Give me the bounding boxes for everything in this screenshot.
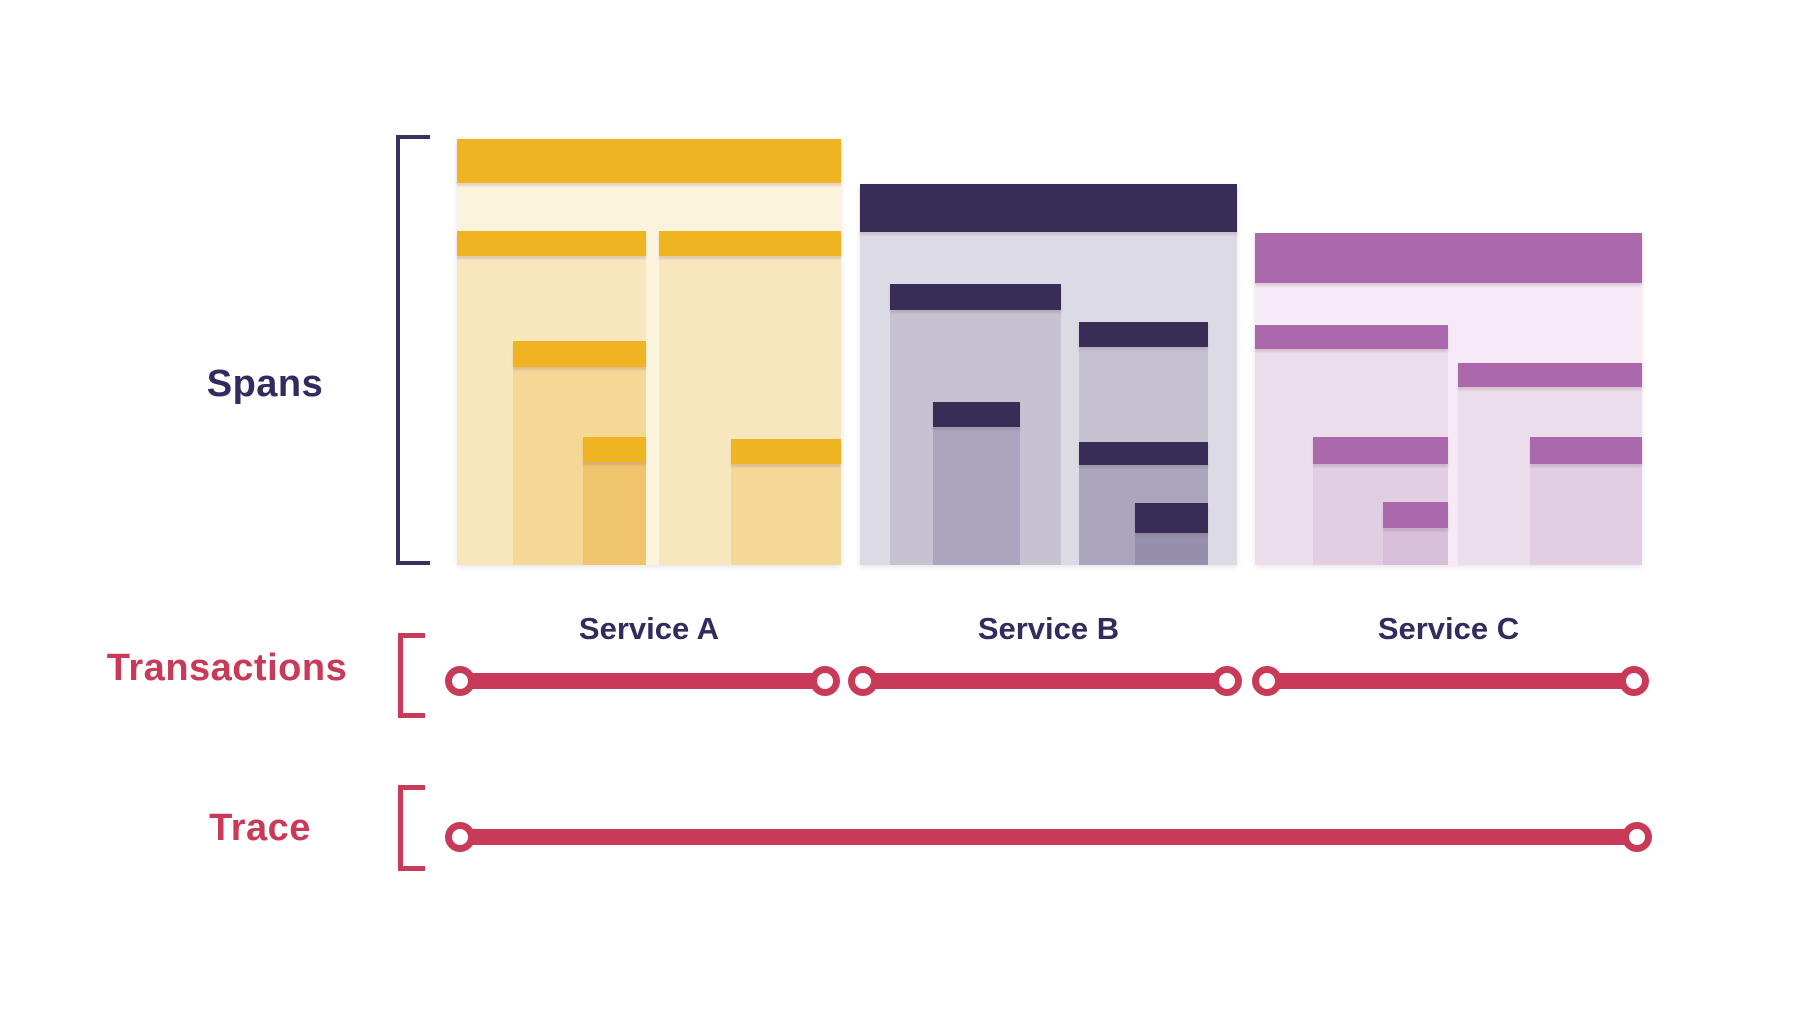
- span-body: [583, 462, 646, 565]
- span-bar: [933, 402, 1020, 427]
- trace-segment-end-circle: [1622, 822, 1652, 852]
- service-label: Service B: [977, 611, 1120, 646]
- service-block: [860, 184, 1237, 565]
- transaction-segment-1-end-circle: [810, 666, 840, 696]
- trace-segment-start-circle: [445, 822, 475, 852]
- transaction-segment-3-line: [1267, 673, 1634, 689]
- span-body: [731, 464, 841, 565]
- service-block: [1255, 233, 1642, 565]
- span-body: [1135, 533, 1208, 565]
- trace-segment: [445, 822, 1652, 852]
- trace-label: Trace: [209, 807, 311, 849]
- transaction-segment-3: [1252, 666, 1649, 696]
- span-bar: [457, 231, 646, 256]
- span-body: [1530, 464, 1642, 565]
- span-bar: [659, 231, 841, 256]
- span-bar: [1383, 502, 1448, 528]
- transaction-segment-3-start-circle: [1252, 666, 1282, 696]
- service-block: [457, 139, 841, 565]
- transactions-bracket: [398, 633, 425, 718]
- span-bar: [1255, 325, 1448, 349]
- span-bar: [1079, 442, 1208, 465]
- span-body: [933, 427, 1020, 565]
- span-bar: [1255, 233, 1642, 283]
- service-label: Service C: [1377, 611, 1520, 646]
- transactions-label: Transactions: [106, 647, 348, 689]
- span-bar: [1135, 503, 1208, 533]
- span-bar: [1458, 363, 1642, 387]
- transaction-segment-2-end-circle: [1212, 666, 1242, 696]
- transaction-segment-2: [848, 666, 1242, 696]
- spans-label: Spans: [206, 363, 324, 405]
- span-bar: [457, 139, 841, 183]
- span-bar: [583, 437, 646, 462]
- transaction-segment-3-end-circle: [1619, 666, 1649, 696]
- span-bar: [860, 184, 1237, 232]
- transaction-segment-1-line: [460, 673, 825, 689]
- trace-bracket: [398, 785, 425, 871]
- span-bar: [731, 439, 841, 464]
- span-bar: [1313, 437, 1448, 464]
- spans-bracket: [396, 135, 430, 565]
- transaction-segment-1-start-circle: [445, 666, 475, 696]
- span-body: [1383, 528, 1448, 565]
- transaction-segment-2-start-circle: [848, 666, 878, 696]
- transaction-segment-2-line: [863, 673, 1227, 689]
- service-label: Service A: [578, 611, 720, 646]
- span-bar: [890, 284, 1061, 310]
- trace-segment-line: [460, 829, 1637, 845]
- span-bar: [1079, 322, 1208, 347]
- span-bar: [1530, 437, 1642, 464]
- span-bar: [513, 341, 646, 367]
- transaction-segment-1: [445, 666, 840, 696]
